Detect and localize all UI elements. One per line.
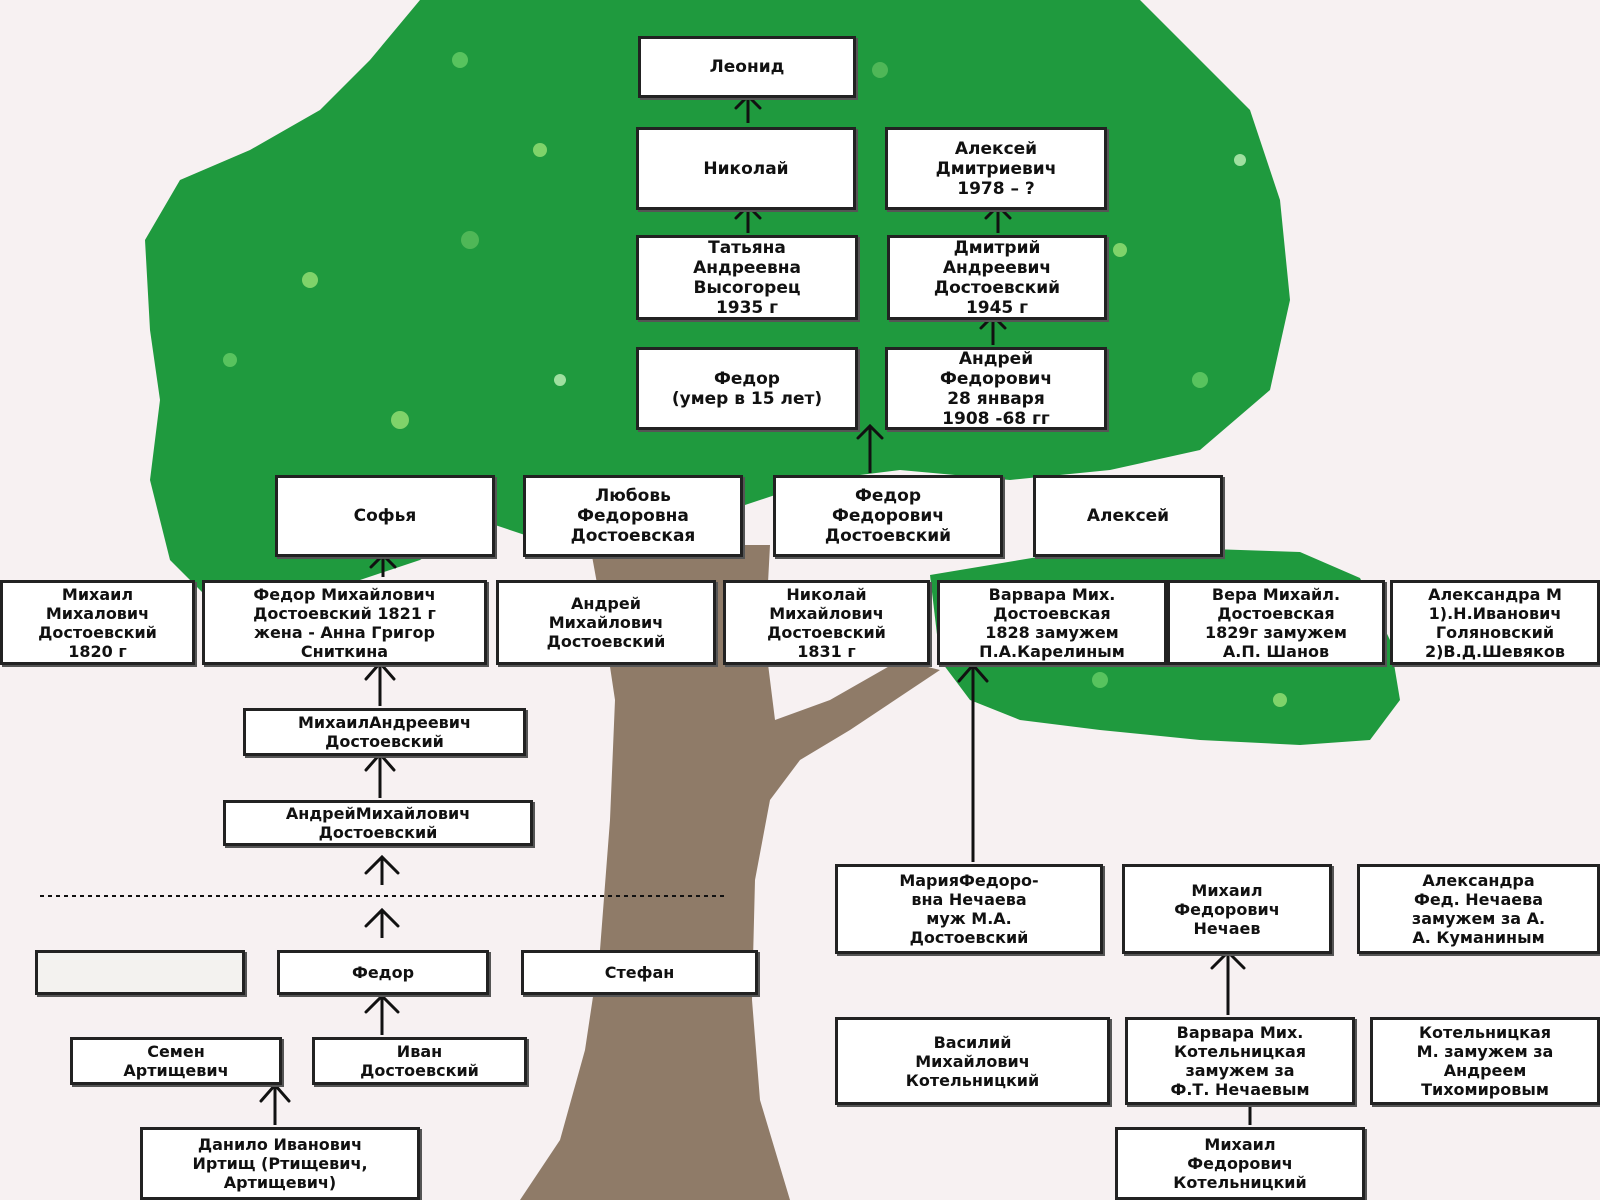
node-fedor-died-at-15: Федор (умер в 15 лет) — [636, 347, 858, 430]
node-vasily-mikhailovich: Василий Михайлович Котельницкий — [835, 1017, 1110, 1105]
node-aleksandra-nechaeva: Александра Фед. Нечаева замужем за А. А.… — [1357, 864, 1600, 954]
node-aleksandra-m: Александра М 1).Н.Иванович Голяновский 2… — [1390, 580, 1600, 665]
node-fedor-mikhailovich: Федор Михайлович Достоевский 1821 г жена… — [202, 580, 487, 665]
node-mikhail-fedorovich-nechaev: Михаил Федорович Нечаев — [1122, 864, 1332, 954]
node-dmitry-andreevich: Дмитрий Андреевич Достоевский 1945 г — [887, 235, 1107, 320]
connector-arrowheads — [259, 93, 1246, 1103]
node-aleksei: Алексей — [1033, 475, 1223, 557]
tree-trunk — [520, 545, 940, 1200]
node-ivan-dostoevsky: Иван Достоевский — [312, 1037, 527, 1085]
node-andrei-mikhailovich: Андрей Михайлович Достоевский — [496, 580, 716, 665]
node-sofya: Софья — [275, 475, 495, 557]
node-nikolai: Николай — [636, 127, 856, 210]
node-mikhail-andreevich: МихаилАндреевич Достоевский — [243, 708, 526, 756]
node-andrei-mikhailovich-ancestor: АндрейМихайлович Достоевский — [223, 800, 533, 846]
node-mikhail-mikhalovich: Михаил Михалович Достоевский 1820 г — [0, 580, 195, 665]
node-stefan: Стефан — [521, 950, 758, 995]
node-fedor-ancestor: Федор — [277, 950, 489, 995]
node-nikolai-mikhailovich: Николай Михайлович Достоевский 1831 г — [723, 580, 930, 665]
node-aleksei-dmitrievich: Алексей Дмитриевич 1978 – ? — [885, 127, 1107, 210]
node-tatyana-andreevna: Татьяна Андреевна Высогорец 1935 г — [636, 235, 858, 320]
node-lyubov-fedorovna: Любовь Федоровна Достоевская — [523, 475, 743, 557]
node-vera-mikhail: Вера Михайл. Достоевская 1829г замужем А… — [1167, 580, 1385, 665]
foliage-speckles — [223, 52, 1336, 707]
node-andrei-fedorovich: Андрей Федорович 28 января 1908 -68 гг — [885, 347, 1107, 430]
node-fedor-fedorovich: Федор Федорович Достоевский — [773, 475, 1003, 557]
node-semen-artishchevich: Семен Артищевич — [70, 1037, 282, 1085]
node-varvara-kotelnitskaya: Варвара Мих. Котельницкая замужем за Ф.Т… — [1125, 1017, 1355, 1105]
node-mariya-fedorovna: МарияФедоро- вна Нечаева муж М.А. Достое… — [835, 864, 1103, 954]
connector-lines — [40, 98, 1252, 1125]
node-mikhail-kotelnitsky: Михаил Федорович Котельницкий — [1115, 1127, 1365, 1200]
node-leonid: Леонид — [638, 36, 856, 98]
node-varvara-mikh-dostoevskaya: Варвара Мих. Достоевская 1828 замужем П.… — [937, 580, 1167, 665]
node-kotelnitskaya-m: Котельницкая М. замужем за Андреем Тихом… — [1370, 1017, 1600, 1105]
node-blank — [35, 950, 245, 995]
node-danilo-ivanovich: Данило Иванович Иртищ (Ртищевич, Артищев… — [140, 1127, 420, 1200]
